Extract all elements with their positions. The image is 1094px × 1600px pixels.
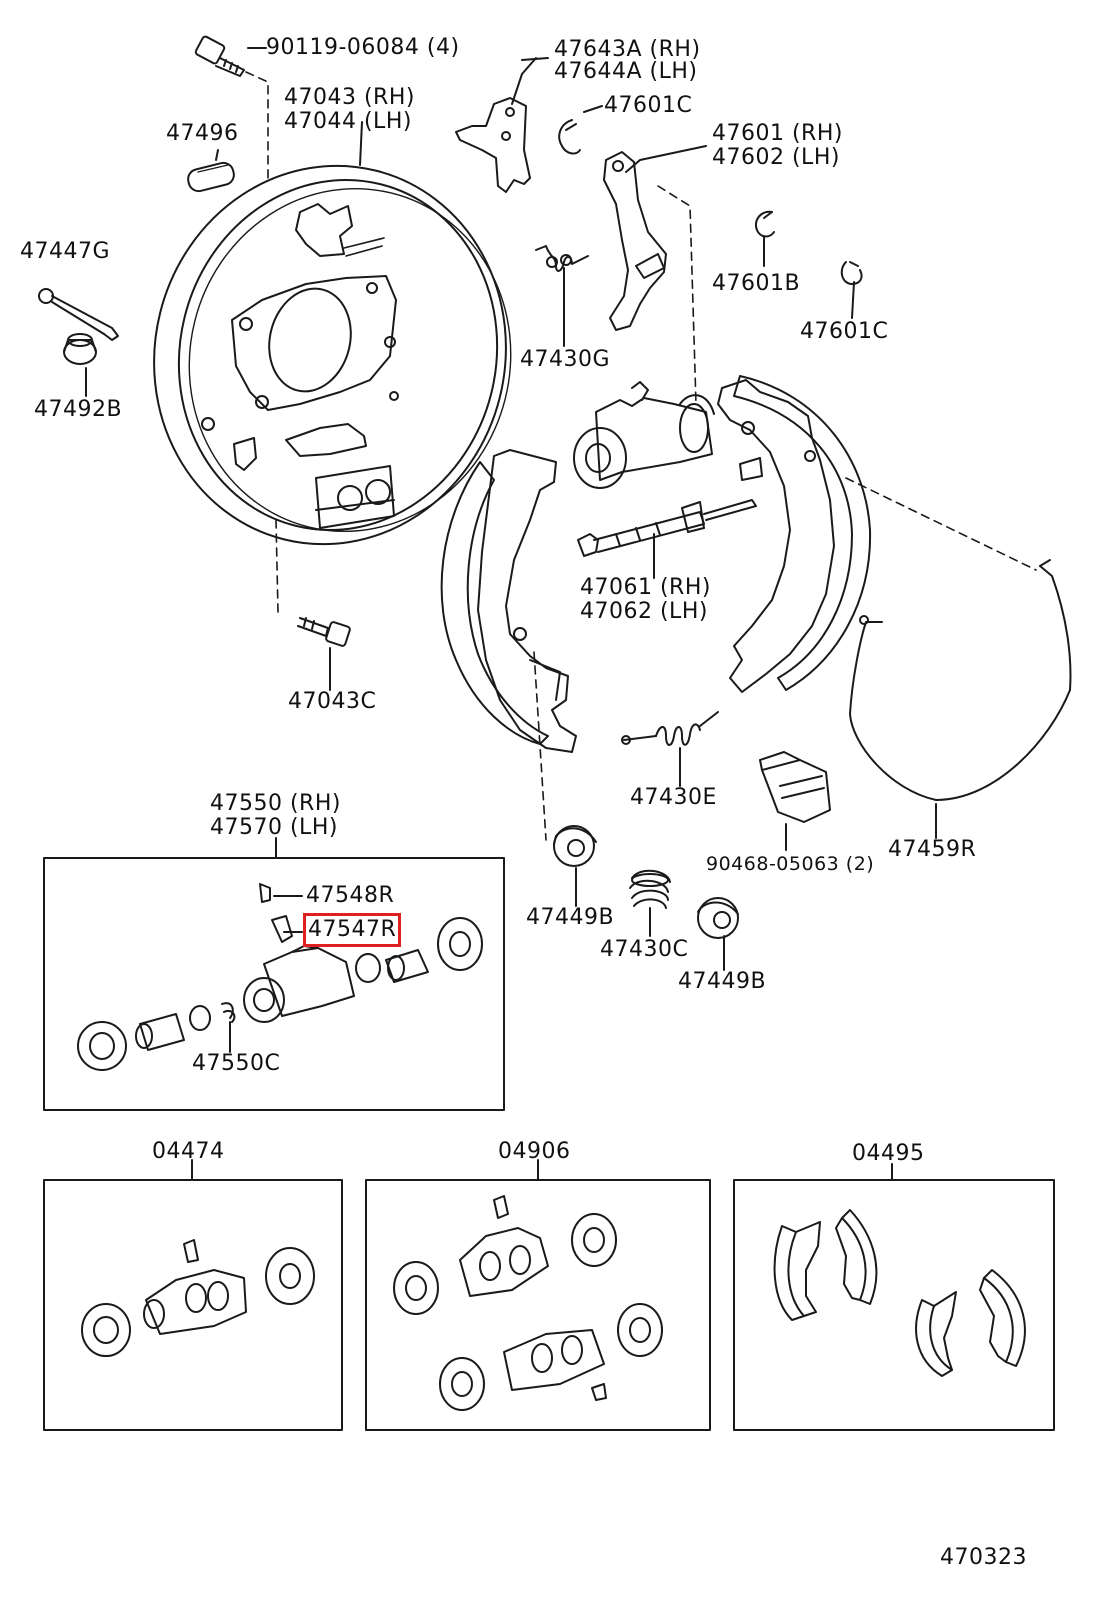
right-brake-shoe-icon <box>718 376 870 692</box>
label-hole-plug: 47496 <box>166 121 239 146</box>
label-lever-rh: 47643A (RH) <box>554 37 701 62</box>
label-pin-cup: 47492B <box>34 397 123 422</box>
bolt-90119-icon <box>195 36 244 76</box>
label-clip-b: 47601B <box>712 271 801 296</box>
wheel-cylinder-icon <box>574 382 714 488</box>
strut-47061-icon <box>578 500 756 556</box>
clip-47601b-icon <box>756 212 774 237</box>
kit-04474-box <box>44 1180 342 1430</box>
label-backing-plate-lh: 47044 (LH) <box>284 109 412 134</box>
label-bolt-c: 47043C <box>288 689 377 714</box>
retainer-47449b-a-icon <box>554 826 596 866</box>
leader-lines <box>86 48 936 1180</box>
pin-cup-47492b-icon <box>64 334 96 364</box>
label-adjust-lever-rh: 47601 (RH) <box>712 121 843 146</box>
label-kit-04906: 04906 <box>498 1139 571 1164</box>
left-brake-shoe-icon <box>442 450 576 752</box>
adjust-lever-47601-icon <box>604 152 666 330</box>
label-lever-lh: 47644A (LH) <box>554 59 698 84</box>
spring-47430g-icon <box>536 246 588 271</box>
label-bleeder-plug-highlighted: 47547R <box>302 913 402 947</box>
label-spring-g: 47430G <box>520 347 611 372</box>
hole-plug-47496-icon <box>186 161 236 193</box>
label-adjust-lever-lh: 47602 (LH) <box>712 145 840 170</box>
label-pin: 47447G <box>20 239 111 264</box>
spring-47430e-icon <box>622 712 718 745</box>
label-spring-c: 47430C <box>600 937 689 962</box>
label-cylinder-rh: 47550 (RH) <box>210 791 341 816</box>
kit-04495-box <box>734 1180 1054 1430</box>
label-strut-rh: 47061 (RH) <box>580 575 711 600</box>
label-retainer-b: 47449B <box>678 969 767 994</box>
label-bleeder-cap: 47548R <box>306 883 395 908</box>
clip-47601c-icon <box>842 262 862 284</box>
label-clip-c: 47601C <box>800 319 889 344</box>
backing-plate-icon <box>114 128 547 581</box>
label-retainer-a: 47449B <box>526 905 615 930</box>
clip-90468-icon <box>760 752 830 822</box>
cable-47459r-icon <box>850 560 1070 800</box>
label-backing-plate-rh: 47043 (RH) <box>284 85 415 110</box>
diagram-reference-number: 470323 <box>940 1545 1027 1570</box>
label-kit-04495: 04495 <box>852 1141 925 1166</box>
label-bolt-90119: 90119-06084 (4) <box>266 35 460 60</box>
label-clip-top: 47601C <box>604 93 693 118</box>
kit-04495-parts <box>775 1210 1025 1376</box>
label-cylinder-lh: 47570 (LH) <box>210 815 338 840</box>
cylinder-kit-parts <box>78 884 482 1070</box>
bolt-47043c-icon <box>298 618 351 647</box>
label-cable: 47459R <box>888 837 977 862</box>
label-cylinder-spring: 47550C <box>192 1051 281 1076</box>
cylinder-kit-box <box>44 858 504 1110</box>
kit-04474-parts <box>82 1240 314 1356</box>
retainer-47449b-b-icon <box>698 898 738 938</box>
kit-04906-box <box>366 1180 710 1430</box>
dashed-assembly-lines <box>246 72 1036 840</box>
label-spring-e: 47430E <box>630 785 717 810</box>
label-clip-90468: 90468-05063 (2) <box>706 853 875 875</box>
spring-47430c-icon <box>630 871 670 908</box>
clip-47601c-top-icon <box>559 120 580 153</box>
label-kit-04474: 04474 <box>152 1139 225 1164</box>
kit-04906-parts <box>394 1196 662 1410</box>
lever-47643a-icon <box>456 98 530 192</box>
pin-47447g-icon <box>39 289 118 340</box>
label-strut-lh: 47062 (LH) <box>580 599 708 624</box>
